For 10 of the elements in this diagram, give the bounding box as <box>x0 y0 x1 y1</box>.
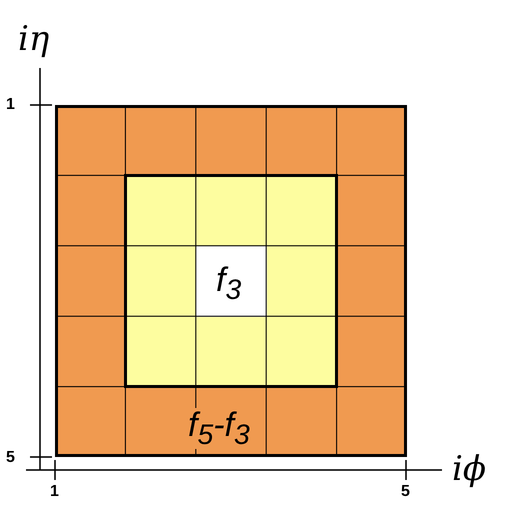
tick-label: 5 <box>6 450 15 466</box>
tick-label: 1 <box>6 97 15 113</box>
axis-title: iη <box>18 22 50 56</box>
outer-square <box>55 105 407 457</box>
tick-label: 5 <box>401 484 410 500</box>
axis-title: iϕ <box>452 452 486 486</box>
cell-label: f$_{5}$-f$_{3}$ <box>186 408 252 450</box>
center-cell <box>196 246 267 317</box>
tick-label: 1 <box>50 484 59 500</box>
inner-square <box>124 174 338 388</box>
